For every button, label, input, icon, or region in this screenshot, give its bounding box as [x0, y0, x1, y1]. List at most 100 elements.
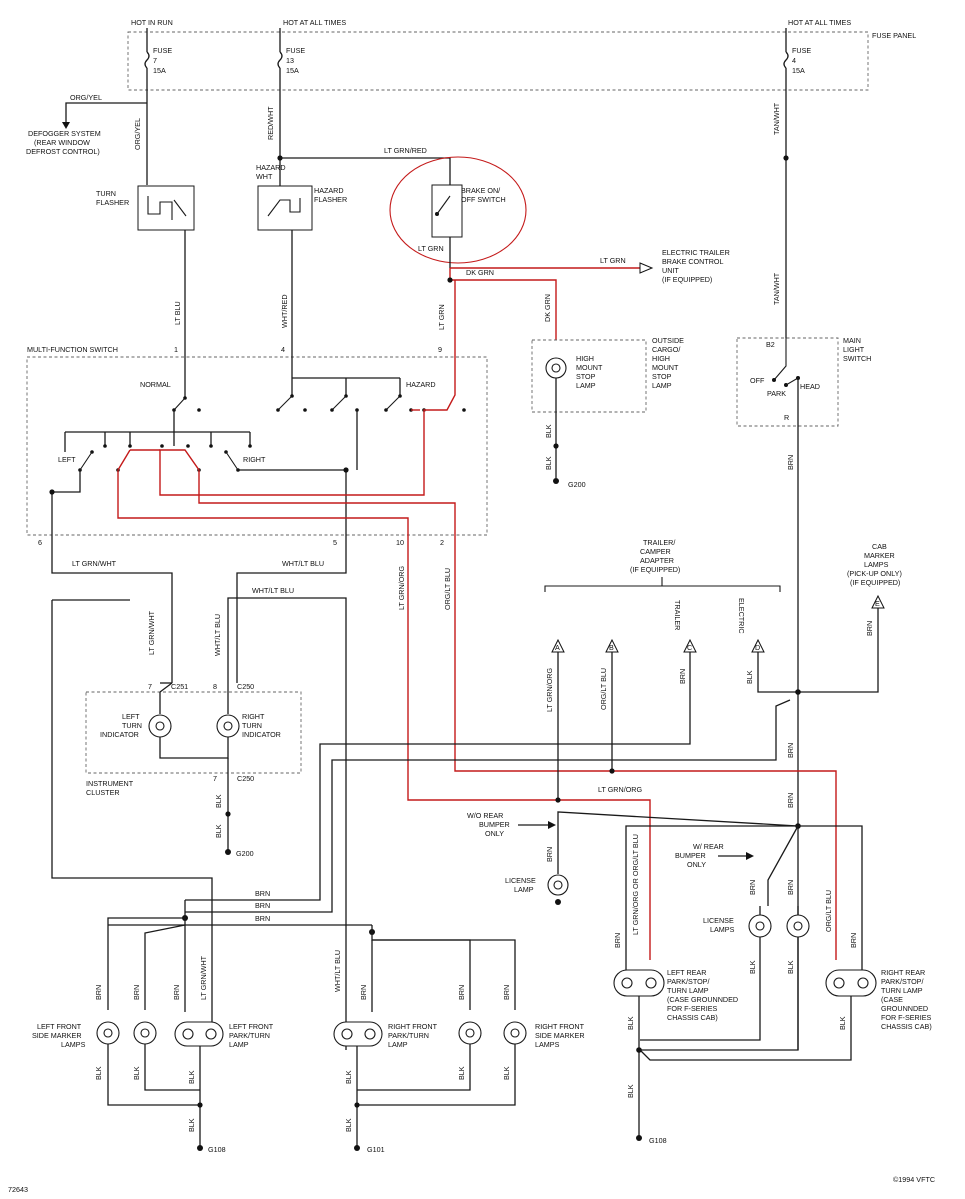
fuse-panel-label: FUSE PANEL [872, 31, 916, 40]
fuse-rating: 15A [153, 66, 166, 75]
wire-label: LT GRN [418, 244, 444, 253]
connector-label: C251 [171, 682, 188, 691]
right-turn-indicator-label: TURN [242, 721, 262, 730]
w-bumper-label: ONLY [687, 860, 706, 869]
ground-label: G108 [649, 1136, 667, 1145]
fuse-rating: 15A [286, 66, 299, 75]
wire-label: LT GRN/WHT [72, 559, 117, 568]
main-light-switch-label: PARK [767, 389, 786, 398]
ground-label: G108 [208, 1145, 226, 1154]
outside-cargo-label: STOP [652, 372, 672, 381]
turn-flasher-label: FLASHER [96, 198, 129, 207]
wire-label: BLK [502, 1066, 511, 1080]
wire-label: BRN [255, 889, 270, 898]
wire-label: BLK [544, 456, 553, 470]
wo-bumper-label: BUMPER [479, 820, 510, 829]
fuse-label: FUSE [153, 46, 172, 55]
left-turn-indicator-label: LEFT [122, 712, 140, 721]
left-front-marker-label: LEFT FRONT [37, 1022, 82, 1031]
top-circuit: ORG/YEL ORG/YEL DEFOGGER SYSTEM (REAR WI… [26, 90, 871, 1050]
mfs-normal-label: NORMAL [140, 380, 171, 389]
mfs-label: MULTI-FUNCTION SWITCH [27, 345, 118, 354]
pin-label: 1 [174, 345, 178, 354]
pin-label: 9 [438, 345, 442, 354]
wire-label: BRN [613, 933, 622, 948]
wire-label: ORG/LT BLU [824, 890, 833, 932]
wire-label: BRN [678, 669, 687, 684]
cab-marker-label: (IF EQUIPPED) [850, 578, 900, 587]
connector-d: D [751, 638, 765, 653]
wire-label: LT GRN [600, 256, 626, 265]
wire-label: BRN [849, 933, 858, 948]
connector-label: C250 [237, 682, 254, 691]
wire-label: BLK [187, 1070, 196, 1084]
right-rear-label: FOR F-SERIES [881, 1013, 932, 1022]
wire-label: BRN [255, 901, 270, 910]
fuse-rating: 15A [792, 66, 805, 75]
left-rear-label: PARK/STOP/ [667, 977, 709, 986]
trailer-brake-label: UNIT [662, 266, 679, 275]
fuse-label: FUSE [792, 46, 811, 55]
w-bumper-label: W/ REAR [693, 842, 724, 851]
right-rear-label: GROUNNDED [881, 1004, 928, 1013]
wire-label: BLK [94, 1066, 103, 1080]
fuse-number: 4 [792, 56, 796, 65]
left-front-park-label: PARK/TURN [229, 1031, 270, 1040]
wire-label: LT GRN/ORG [598, 785, 642, 794]
right-front-park-label: RIGHT FRONT [388, 1022, 438, 1031]
wire-label: LT GRN/ORG OR ORG/LT BLU [631, 834, 640, 935]
license-lamp-label: LICENSE [505, 876, 536, 885]
wire-label: LT GRN/WHT [147, 610, 156, 655]
pin-label: 6 [38, 538, 42, 547]
wire-label: BLK [187, 1118, 196, 1132]
wire-label: BLK [457, 1066, 466, 1080]
left-rear-label: FOR F-SERIES [667, 1004, 718, 1013]
ground-label: G101 [367, 1145, 385, 1154]
license-lamp-label: LAMP [514, 885, 534, 894]
wire-label: WHT/LT BLU [213, 614, 222, 656]
left-rear-label: LEFT REAR [667, 968, 706, 977]
multi-function-switch: MULTI-FUNCTION SWITCH 1 4 9 NORMAL HAZAR… [26, 345, 488, 547]
left-front-park-label: LEFT FRONT [229, 1022, 274, 1031]
license-lamps-label: LICENSE [703, 916, 734, 925]
mfs-right-label: RIGHT [243, 455, 266, 464]
brake-switch-highlight [389, 156, 527, 264]
ground-label: G200 [568, 480, 586, 489]
main-light-switch-label: SWITCH [843, 354, 871, 363]
pin-label: 4 [281, 345, 285, 354]
connector-c: C [683, 638, 697, 653]
right-rear-label: RIGHT REAR [881, 968, 925, 977]
right-front-marker-label: RIGHT FRONT [535, 1022, 585, 1031]
high-mount-label: LAMP [576, 381, 596, 390]
wire-label: BRN [359, 985, 368, 1000]
wire-label: BLK [214, 824, 223, 838]
wire-label: WHT/RED [280, 294, 289, 328]
hot-at-all-times-label: HOT AT ALL TIMES [283, 18, 346, 27]
wire-label: BLK [748, 960, 757, 974]
ground-label: G200 [236, 849, 254, 858]
connector-b: B [605, 638, 619, 653]
wire-label: BLK [544, 424, 553, 438]
cab-marker-label: (PICK-UP ONLY) [847, 569, 902, 578]
pin-label: 10 [396, 538, 404, 547]
right-front-park-label: LAMP [388, 1040, 408, 1049]
right-turn-indicator-label: RIGHT [242, 712, 265, 721]
wire-label: BRN [865, 621, 874, 636]
right-rear-label: PARK/STOP/ [881, 977, 923, 986]
pin-label: 8 [213, 682, 217, 691]
wire-label: LT BLU [173, 301, 182, 325]
wire-label: LT GRN [437, 304, 446, 330]
main-light-switch-label: OFF [750, 376, 765, 385]
cab-marker-label: CAB [872, 542, 887, 551]
figure-id: 72643 [8, 1185, 28, 1194]
outside-cargo-label: MOUNT [652, 363, 679, 372]
left-rear-label: TURN LAMP [667, 986, 709, 995]
wire-label: HAZARD [256, 163, 286, 172]
wire-label: BLK [745, 670, 754, 684]
mid-circuit: LT GRN/WHT WHT/LT BLU LT GRN/WHT WHT/LT … [51, 535, 932, 1145]
footer: 72643 ©1994 VFTC [8, 1175, 935, 1194]
wire-label: BLK [626, 1016, 635, 1030]
wo-bumper-label: W/O REAR [467, 811, 503, 820]
high-mount-label: STOP [576, 372, 596, 381]
